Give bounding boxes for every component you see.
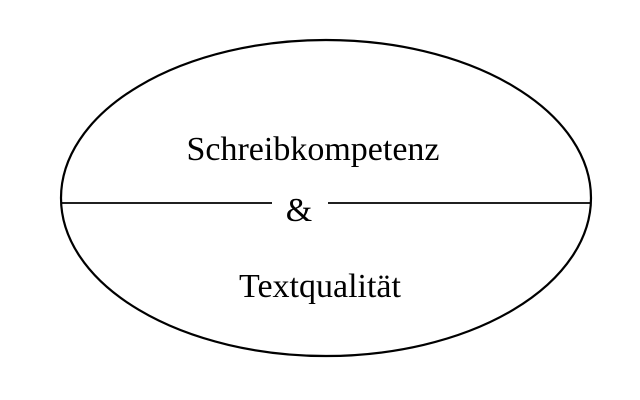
connector-label: & xyxy=(286,192,312,229)
lower-label: Textqualität xyxy=(239,268,401,305)
upper-label: Schreibkompetenz xyxy=(186,131,439,168)
outer-ellipse xyxy=(59,38,593,358)
